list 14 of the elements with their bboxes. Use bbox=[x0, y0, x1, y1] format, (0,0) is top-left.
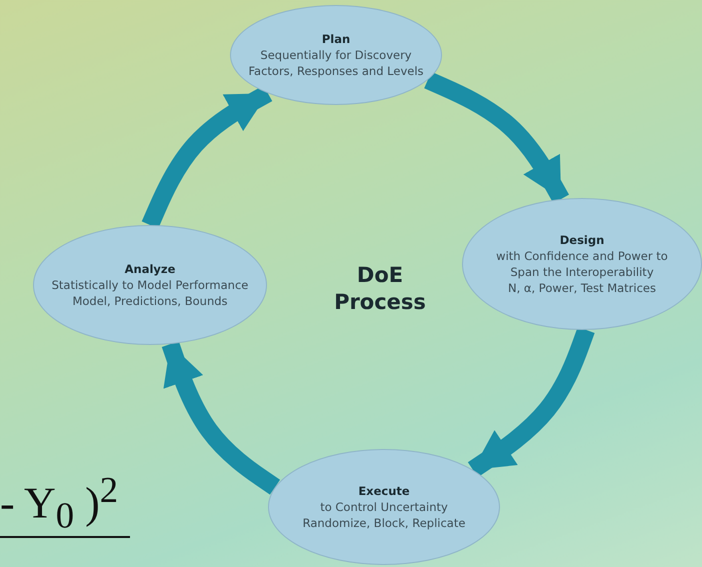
step-description: Statistically to Model Performance bbox=[52, 277, 248, 293]
step-heading: Execute bbox=[358, 483, 410, 499]
step-description: Sequentially for Discovery bbox=[260, 47, 412, 63]
step-heading: Analyze bbox=[124, 261, 176, 277]
step-description: N, α, Power, Test Matrices bbox=[508, 280, 656, 296]
step-heading: Plan bbox=[322, 31, 350, 47]
step-description: Factors, Responses and Levels bbox=[248, 63, 424, 79]
step-description: Randomize, Block, Replicate bbox=[302, 515, 466, 531]
step-description: to Control Uncertainty bbox=[320, 499, 448, 515]
formula-fragment: - Y$_{0}$ )$^{2}$ bbox=[0, 468, 118, 536]
step-description: Model, Predictions, Bounds bbox=[72, 293, 228, 309]
diagram-title: DoE Process bbox=[333, 262, 427, 316]
step-description: with Confidence and Power to Span the Interoperability bbox=[495, 248, 669, 280]
step-heading: Design bbox=[560, 232, 604, 248]
